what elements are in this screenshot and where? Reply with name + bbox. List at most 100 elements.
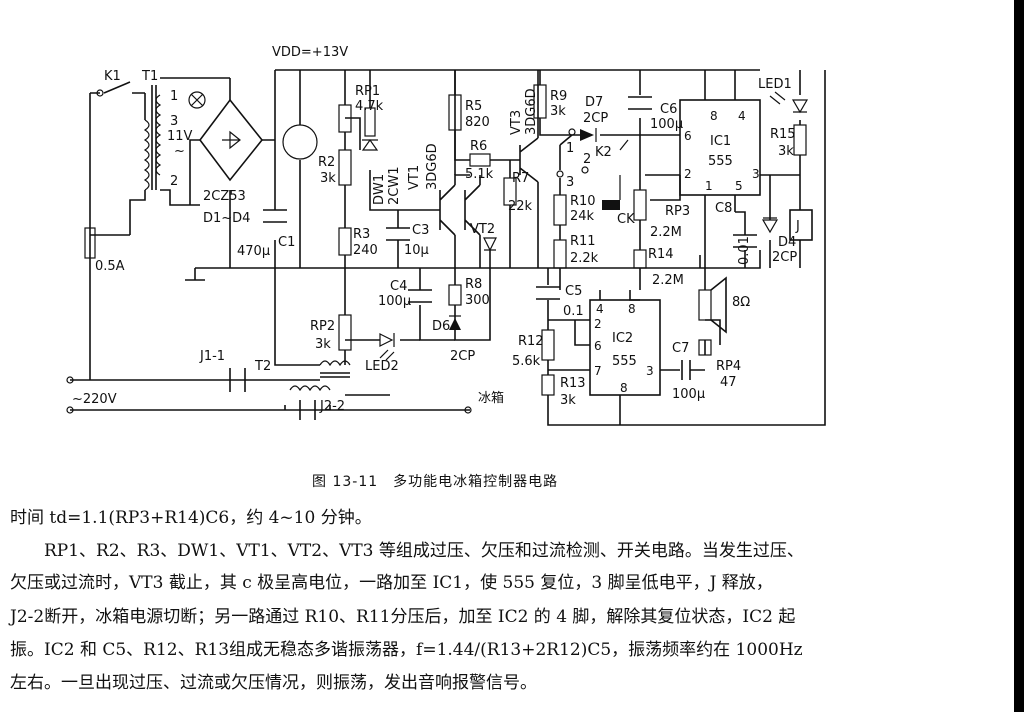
label-ic2-pin7: 7 xyxy=(594,364,602,378)
label-relay-j: J xyxy=(795,219,800,234)
label-ic2-pin6: 6 xyxy=(594,339,602,353)
label-c5: C5 xyxy=(565,284,582,299)
label-d4-type: 2CP xyxy=(772,250,797,265)
label-c3-value: 10μ xyxy=(404,243,429,258)
label-r6: R6 xyxy=(470,139,487,154)
text-line-6: 左右。一旦出现过压、过流或欠压情况，则振荡，发出音响报警信号。 xyxy=(10,673,537,693)
label-rp4-value: 47 xyxy=(720,375,737,390)
label-c7: C7 xyxy=(672,341,689,356)
label-d6-type: 2CP xyxy=(450,349,475,364)
label-rp1-value: 4.7k xyxy=(355,99,384,114)
label-r15: R15 xyxy=(770,127,796,142)
label-ic2-pin3: 3 xyxy=(646,364,654,378)
label-k1: K1 xyxy=(104,69,121,84)
label-ic1-type: 555 xyxy=(708,154,733,169)
label-led2: LED2 xyxy=(365,359,399,374)
label-d4: D4 xyxy=(778,235,796,250)
label-dw1-type: 2CW1 xyxy=(387,167,402,205)
label-fridge: 冰箱 xyxy=(478,390,504,406)
label-ck: CK xyxy=(617,212,635,227)
label-k2: K2 xyxy=(595,145,612,160)
label-ic2-pin2: 2 xyxy=(594,317,602,331)
circuit-wires xyxy=(70,69,826,426)
label-r9: R9 xyxy=(550,89,567,104)
label-vt1-type: 3DG6D xyxy=(425,143,440,190)
label-r8: R8 xyxy=(465,277,482,292)
label-d7-type: 2CP xyxy=(583,111,608,126)
label-fuse: 0.5A xyxy=(95,259,125,274)
label-dw1: DW1 xyxy=(372,174,387,205)
components xyxy=(66,84,813,420)
label-vdd: VDD=+13V xyxy=(272,45,348,60)
label-c6-value: 100μ xyxy=(650,117,683,132)
component-labels: K1 T1 1 3 11V ~ 2 VDD=+13V RP1 4.7k R2 3… xyxy=(72,45,800,414)
label-c8: C8 xyxy=(715,201,732,216)
label-r5-value: 820 xyxy=(465,115,490,130)
label-c6: C6 xyxy=(660,102,677,117)
label-r11: R11 xyxy=(570,234,596,249)
label-r3: R3 xyxy=(353,227,370,242)
label-c1-value: 470μ xyxy=(237,244,270,259)
label-ic1-pin3: 3 xyxy=(752,167,760,181)
label-r13-value: 3k xyxy=(560,393,576,408)
label-mains: ~220V xyxy=(72,392,117,407)
label-bridge: 2CZ53 xyxy=(203,189,246,204)
label-r14: R14 xyxy=(648,247,674,262)
label-n2: 2 xyxy=(170,174,178,189)
label-ic2-pin1: 8 xyxy=(620,381,628,395)
label-r8-value: 300 xyxy=(465,293,490,308)
label-rp3: RP3 xyxy=(665,204,690,219)
label-rp4: RP4 xyxy=(716,359,741,374)
label-r6-value: 5.1k xyxy=(465,167,494,182)
label-tilde: ~ xyxy=(174,144,185,159)
text-line-4: J2-2断开，冰箱电源切断；另一路通过 R10、R11分压后，加至 IC2 的 … xyxy=(10,607,796,627)
label-r14-value: 2.2M xyxy=(652,273,684,288)
label-vt1: VT1 xyxy=(407,165,422,190)
label-ic1-pin5: 5 xyxy=(735,179,743,193)
label-c1: C1 xyxy=(278,235,295,250)
label-r5: R5 xyxy=(465,99,482,114)
label-sw2: 2 xyxy=(583,152,591,167)
label-ic1-pin4: 4 xyxy=(738,109,746,123)
label-c8-value: 0.01 xyxy=(737,236,752,265)
label-11v: 11V xyxy=(167,129,193,144)
text-line-1: 时间 td=1.1(RP3+R14)C6，约 4~10 分钟。 xyxy=(10,508,372,528)
text-line-3: 欠压或过流时，VT3 截止，其 c 极呈高电位，一路加至 IC1，使 555 复… xyxy=(10,573,773,593)
label-ic1-pin1: 1 xyxy=(705,179,713,193)
label-c4-value: 100μ xyxy=(378,294,411,309)
label-j2-2: J2-2 xyxy=(319,399,345,414)
circuit-diagram: K1 T1 1 3 11V ~ 2 VDD=+13V RP1 4.7k R2 3… xyxy=(66,45,826,426)
label-rp3-value: 2.2M xyxy=(650,225,682,240)
label-j1-1: J1-1 xyxy=(199,349,225,364)
label-speaker: 8Ω xyxy=(732,295,750,310)
label-r15-value: 3k xyxy=(778,144,794,159)
label-vt3-type: 3DG6D xyxy=(524,88,539,135)
label-sw1: 1 xyxy=(566,141,574,156)
label-rp1: RP1 xyxy=(355,84,380,99)
label-r9-value: 3k xyxy=(550,104,566,119)
label-rp2-value: 3k xyxy=(315,337,331,352)
label-ic2: IC2 xyxy=(612,331,633,346)
label-r13: R13 xyxy=(560,376,586,391)
label-r12-value: 5.6k xyxy=(512,354,541,369)
scan-edge-bar xyxy=(1014,0,1024,712)
label-sw3: 3 xyxy=(566,175,574,190)
label-n1: 1 xyxy=(170,89,178,104)
text-line-5: 振。IC2 和 C5、R12、R13组成无稳态多谐振荡器，f=1.44/(R13… xyxy=(10,640,803,660)
label-c4: C4 xyxy=(390,279,407,294)
label-r12: R12 xyxy=(518,334,544,349)
label-t1: T1 xyxy=(141,69,158,84)
label-ic1-pin6: 6 xyxy=(684,129,692,143)
label-r3-value: 240 xyxy=(353,243,378,258)
label-r7: R7 xyxy=(512,171,529,186)
text-line-2: RP1、R2、R3、DW1、VT1、VT2、VT3 等组成过压、欠压和过流检测、… xyxy=(10,541,804,561)
label-led1: LED1 xyxy=(758,77,792,92)
label-c3: C3 xyxy=(412,223,429,238)
label-r2-value: 3k xyxy=(320,171,336,186)
label-c5-value: 0.1 xyxy=(563,304,584,319)
label-ic1-pin2: 2 xyxy=(684,167,692,181)
label-rp2: RP2 xyxy=(310,319,335,334)
label-d7: D7 xyxy=(585,95,603,110)
label-r10-value: 24k xyxy=(570,209,595,224)
